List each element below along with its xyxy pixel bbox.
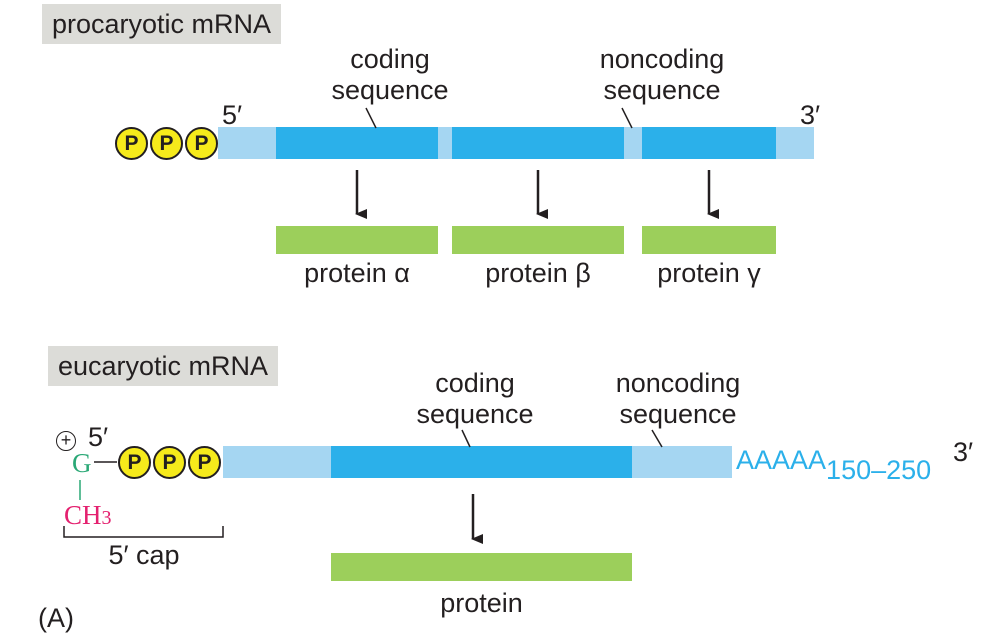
euk-coding-segment [331, 446, 632, 478]
prok-protein-gamma-bar [642, 226, 776, 254]
euk-three-prime: 3′ [953, 437, 974, 467]
prok-noncoding-line2: sequence [603, 75, 721, 105]
plus-charge-icon: + [56, 431, 76, 451]
euk-phosphate-1: P [118, 446, 151, 479]
prok-coding-line1: coding [350, 44, 430, 74]
prok-noncoding-leader [621, 107, 633, 129]
euk-coding-line2: sequence [416, 399, 534, 429]
prok-phosphate-3: P [185, 127, 218, 160]
prok-coding-leader [365, 107, 377, 129]
prok-protein-beta-bar [452, 226, 624, 254]
prok-coding-segment-alpha [276, 127, 438, 159]
methyl-subscript: 3 [101, 507, 112, 529]
euk-noncoding-line2: sequence [619, 399, 737, 429]
methyl-group: CH3 [64, 500, 112, 534]
euk-protein-label: protein [440, 588, 523, 618]
prok-protein-gamma-label: protein γ [657, 258, 761, 288]
euk-cap-five-prime: 5′ [88, 422, 109, 452]
poly-a-count: 150–250 [826, 455, 932, 485]
prokaryotic-title: procaryotic mRNA [42, 4, 282, 44]
prok-protein-alpha-bar [276, 226, 438, 254]
euk-noncoding-line1: noncoding [615, 368, 741, 398]
euk-phosphate-3: P [188, 446, 221, 479]
prok-noncoding-line1: noncoding [599, 44, 725, 74]
prok-coding-label: coding sequence [310, 44, 470, 106]
euk-phosphate-2: P [153, 446, 186, 479]
prok-noncoding-label: noncoding sequence [572, 44, 752, 106]
poly-a-tail: AAAAA150–250 [736, 445, 931, 485]
prok-protein-beta-label: protein β [485, 258, 591, 288]
poly-a-label: AAAAA [736, 445, 827, 475]
prok-protein-alpha-label: protein α [304, 258, 410, 288]
prok-five-prime: 5′ [222, 100, 243, 130]
cap-bracket [63, 526, 224, 538]
euk-protein-bar [331, 553, 632, 581]
prok-coding-segment-beta [452, 127, 624, 159]
prok-coding-segment-gamma [642, 127, 776, 159]
euk-three-utr [632, 446, 732, 478]
cap-label: 5′ cap [108, 540, 180, 570]
panel-label: (A) [38, 603, 74, 633]
prok-phosphate-2: P [150, 127, 183, 160]
prok-coding-line2: sequence [331, 75, 449, 105]
euk-five-utr [223, 446, 331, 478]
euk-coding-leader [461, 429, 471, 448]
prok-three-prime: 3′ [800, 100, 821, 130]
euk-noncoding-label: noncoding sequence [588, 368, 768, 430]
euk-coding-label: coding sequence [390, 368, 560, 430]
guanine-label: G [72, 448, 92, 478]
euk-coding-line1: coding [435, 368, 515, 398]
euk-noncoding-leader [651, 429, 663, 448]
eukaryotic-title: eucaryotic mRNA [48, 346, 279, 386]
methyl-label: CH [64, 500, 102, 530]
prok-phosphate-1: P [115, 127, 148, 160]
